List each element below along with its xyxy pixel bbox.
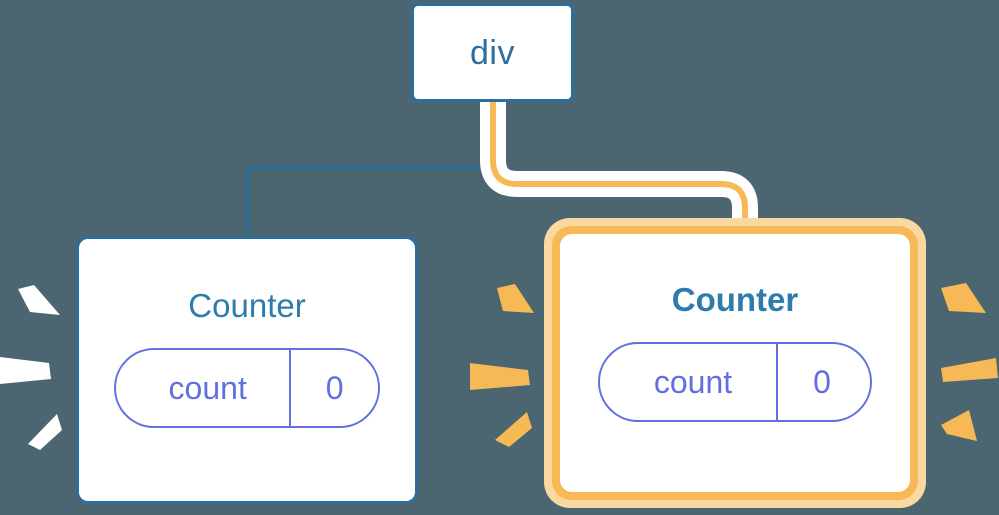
- node-div[interactable]: div: [411, 3, 574, 102]
- node-counter-right-label: Counter: [671, 280, 799, 318]
- edge-div-to-counter-right: [490, 100, 748, 243]
- node-counter-right-highlight-glow: Counter count 0: [544, 218, 926, 508]
- ray-orange-middle-lower: [495, 412, 532, 447]
- prop-value-count-left: 0: [289, 349, 378, 426]
- ray-group-orange-right: [941, 283, 998, 441]
- ray-group-white-left: [0, 285, 62, 450]
- node-counter-right-highlight-ring: Counter count 0: [552, 226, 918, 500]
- ray-orange-right-upper: [941, 283, 986, 313]
- ray-white-lower: [28, 414, 62, 450]
- ray-orange-right-middle: [941, 358, 998, 382]
- prop-name-count-right: count: [653, 363, 733, 400]
- node-counter-right[interactable]: Counter count 0: [560, 234, 910, 492]
- ray-orange-right-lower: [941, 410, 977, 441]
- ray-white-upper: [18, 285, 60, 315]
- ray-group-orange-middle: [470, 284, 534, 447]
- ray-white-middle: [0, 357, 51, 384]
- node-counter-left[interactable]: Counter count 0: [76, 236, 418, 504]
- prop-name-count-left: count: [168, 369, 247, 406]
- edge-div-to-counter-left: [245, 100, 495, 240]
- ray-orange-middle-middle: [470, 363, 530, 390]
- ray-orange-middle-upper: [497, 284, 534, 313]
- prop-pill-count-left: count 0: [114, 347, 380, 428]
- prop-value-count-right: 0: [776, 343, 866, 420]
- node-div-label: div: [470, 33, 515, 72]
- node-counter-left-label: Counter: [188, 286, 306, 324]
- prop-pill-count-right: count 0: [598, 341, 872, 422]
